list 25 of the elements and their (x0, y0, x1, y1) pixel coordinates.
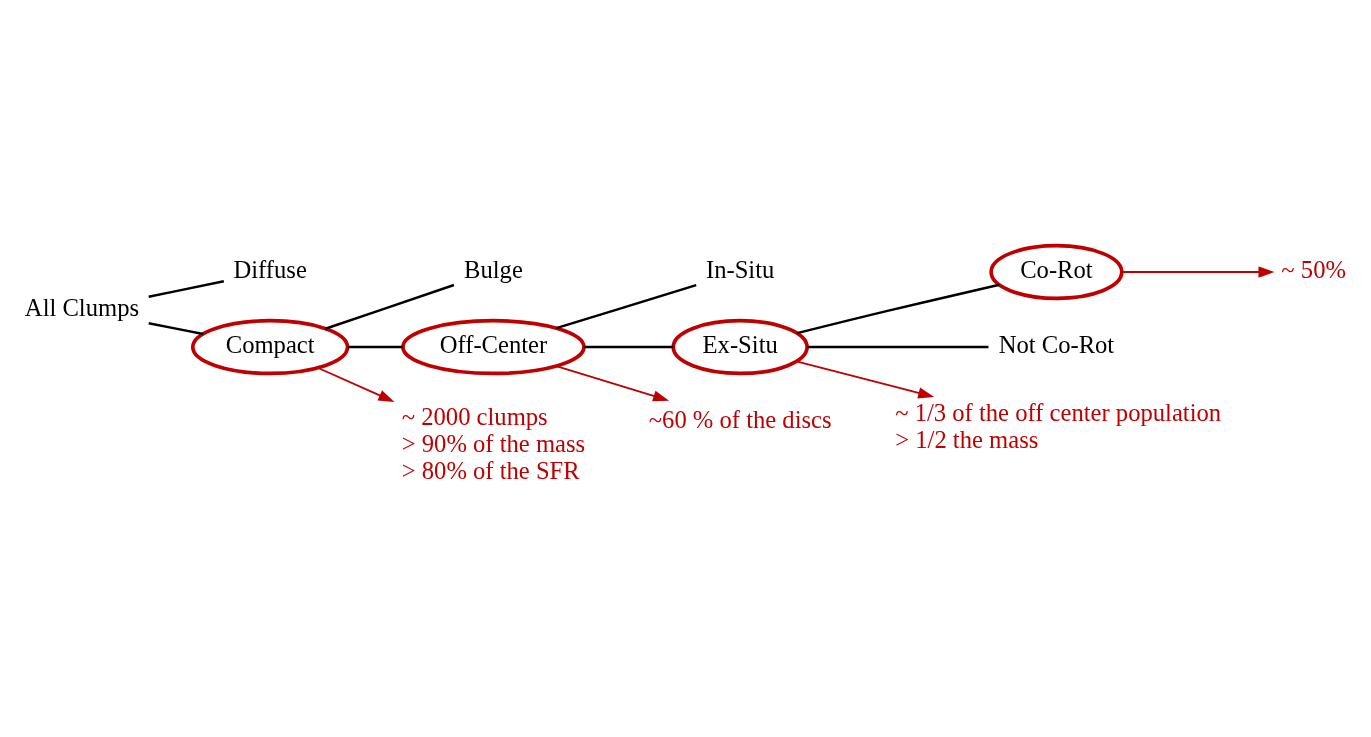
node-text: Bulge (464, 256, 523, 284)
arrow (555, 365, 670, 402)
node-text: ~ 50% (1281, 256, 1346, 284)
node-text: In-Situ (706, 256, 775, 284)
connector (796, 283, 1000, 335)
node-text: ~ 2000 clumps > 90% of the mass > 80% of the SFR (401, 402, 586, 484)
connector (148, 322, 204, 336)
node-ellipse: Co-Rot (989, 243, 1124, 301)
arrow (316, 366, 395, 402)
node-ellipse: Compact (190, 318, 350, 376)
node-ellipse: Off-Center (401, 318, 586, 376)
node-ellipse: Ex-Situ (671, 318, 809, 376)
connector (148, 280, 225, 298)
node-text: All Clumps (24, 294, 140, 322)
node-text: Diffuse (233, 256, 307, 284)
arrow (1121, 266, 1275, 278)
node-text: Not Co-Rot (998, 331, 1115, 359)
connector (807, 345, 989, 349)
connector (325, 283, 455, 330)
arrow (795, 360, 935, 399)
connector (584, 345, 674, 349)
node-text: ~ 1/3 of the off center population > 1/2 the mass (895, 398, 1222, 454)
connector (347, 345, 403, 349)
node-text: ~60 % of the discs (648, 406, 832, 434)
connector (555, 284, 697, 330)
